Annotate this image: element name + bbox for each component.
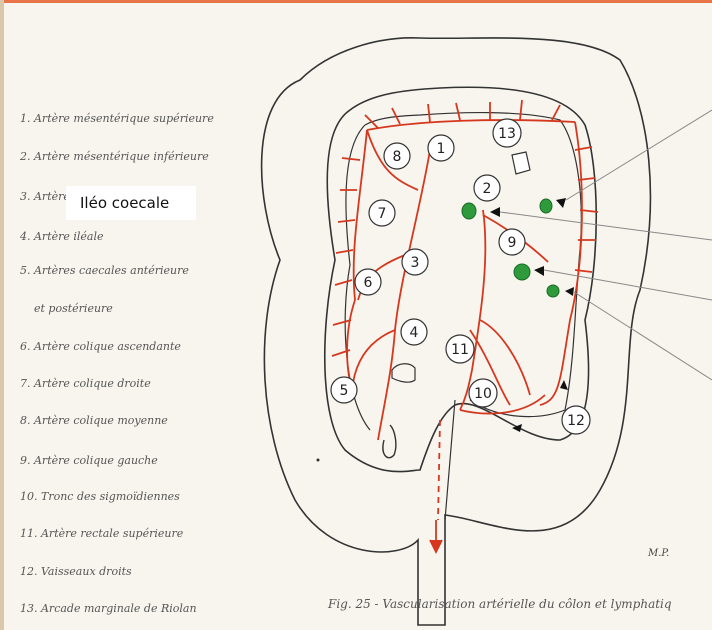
lymph-node-1 [462, 203, 476, 219]
marker-9-label: 9 [508, 235, 517, 251]
colon-outer-outline [262, 38, 651, 625]
marker-7-label: 7 [378, 206, 387, 222]
author-signature: M.P. [648, 548, 669, 559]
figure-caption: Fig. 25 - Vascularisation artérielle du … [328, 597, 672, 611]
colon-lumen [345, 113, 581, 520]
marker-1-label: 1 [437, 141, 446, 157]
lymph-node-2 [540, 199, 552, 213]
marginal-arcade-marker [512, 152, 530, 174]
marker-11-label: 11 [451, 342, 469, 358]
artery-network [332, 100, 598, 552]
lymph-node-3 [514, 264, 530, 280]
pointer-lines [500, 110, 712, 380]
appendix [383, 425, 396, 458]
marker-5-label: 5 [340, 383, 349, 399]
marker-10-label: 10 [474, 386, 492, 402]
marker-2-label: 2 [483, 181, 492, 197]
marker-6-label: 6 [364, 275, 373, 291]
marker-3-label: 3 [411, 255, 420, 271]
lymph-node-4 [547, 285, 559, 297]
marker-8-label: 8 [393, 149, 402, 165]
marker-4-label: 4 [410, 325, 419, 341]
ileum-stub [392, 364, 415, 382]
marker-13-label: 13 [498, 126, 516, 142]
stray-dot [317, 459, 320, 462]
marker-12-label: 12 [567, 413, 585, 429]
